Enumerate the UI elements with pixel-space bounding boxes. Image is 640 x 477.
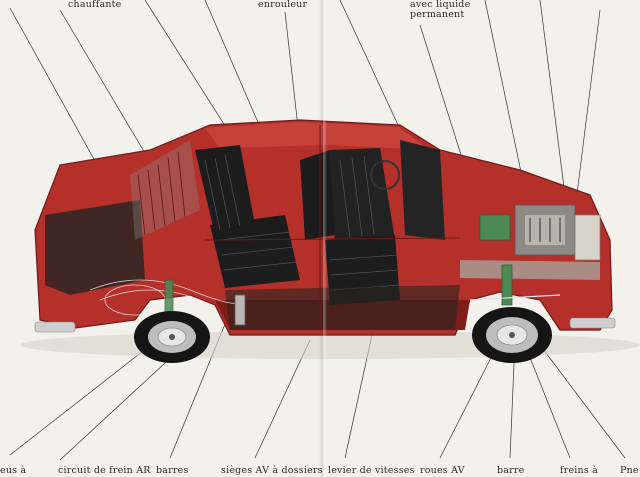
label-bottom-1: eus à xyxy=(0,465,27,476)
label-permanent: permanent xyxy=(410,9,465,20)
door-lines xyxy=(204,125,461,330)
label-roues-av: roues AV xyxy=(420,465,465,476)
label-avec-liquide: avec liquide xyxy=(410,0,471,10)
steering-wheel-icon xyxy=(370,160,400,190)
front-wheel xyxy=(472,307,552,363)
label-sieges: sièges AV à dossiers xyxy=(221,465,323,476)
label-chauffante: chauffante xyxy=(68,0,122,10)
label-barre: barre xyxy=(497,465,525,476)
label-enrouleur: enrouleur xyxy=(258,0,308,10)
label-levier: levier de vitesses xyxy=(328,465,415,476)
label-barres: barres xyxy=(156,465,189,476)
rear-wheel xyxy=(134,311,210,363)
label-freins: freins à xyxy=(560,465,598,476)
label-circuit-frein: circuit de frein AR xyxy=(58,465,151,476)
front-suspension xyxy=(469,264,561,306)
label-pne: Pne xyxy=(620,465,639,476)
radiator xyxy=(574,214,601,261)
page-fold xyxy=(319,0,327,477)
floor xyxy=(225,285,460,330)
engine xyxy=(460,204,601,280)
seats xyxy=(195,140,445,305)
